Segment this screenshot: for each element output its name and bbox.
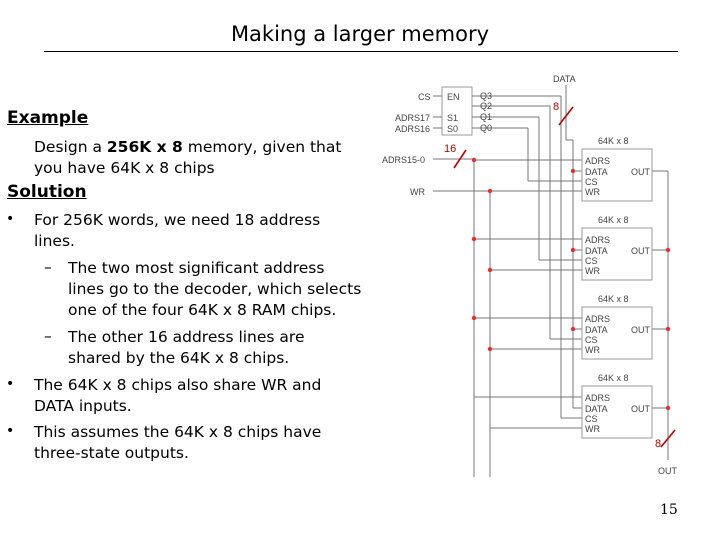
decoder-en: EN: [447, 92, 460, 102]
chip-3-cs: CS: [585, 414, 598, 424]
cs-label: CS: [418, 92, 431, 102]
chip-0-title: 64K x 8: [598, 136, 629, 146]
junction-dot: [471, 236, 477, 242]
bullet-1-line-1: For 256K words, we need 18 address: [34, 211, 321, 229]
chip-0-cs: CS: [585, 177, 598, 187]
data-bus-slash: [558, 106, 574, 126]
bullet-3-line-2: three-state outputs.: [34, 444, 189, 462]
chip-0-data: DATA: [585, 167, 608, 177]
decoder-q0: Q0: [480, 123, 492, 133]
adrs-bus-width: 16: [444, 143, 456, 155]
bullet-3-line-1: This assumes the 64K x 8 chips have: [34, 423, 322, 441]
data-label: DATA: [553, 74, 576, 84]
sub-bullet-1-line-3: one of the four 64K x 8 RAM chips.: [68, 301, 337, 319]
example-line-1-pre: Design a: [34, 138, 107, 156]
adrs-bus-slash: [453, 149, 467, 169]
example-line-1-bold: 256K x 8: [106, 138, 183, 156]
example-line-2: you have 64K x 8 chips: [34, 159, 215, 177]
page-number: 15: [660, 502, 678, 518]
junction-dot: [570, 168, 576, 174]
sub-bullet-1-line-2: lines go to the decoder, which selects: [68, 280, 362, 298]
chip-1-cs: CS: [585, 256, 598, 266]
chip-2-adrs: ADRS: [585, 314, 610, 324]
adrs15-label: ADRS15-0: [382, 155, 425, 165]
data-bus-width: 8: [553, 101, 559, 113]
junction-dot: [570, 247, 576, 253]
bullet-3-glyph: •: [6, 423, 15, 439]
out-bus-slash: [660, 429, 676, 448]
chip-2-title: 64K x 8: [598, 294, 629, 304]
example-line-1: Design a 256K x 8 memory, given that: [34, 137, 341, 158]
chip-1-data: DATA: [585, 246, 608, 256]
example-heading: Example: [7, 108, 89, 128]
wr-label: WR: [410, 187, 425, 197]
chip-1-title: 64K x 8: [598, 215, 629, 225]
chip-3-box: [581, 385, 653, 439]
out-bus-width: 8: [655, 438, 661, 450]
junction-dot: [487, 346, 493, 352]
title-underline: [44, 51, 678, 52]
junction-dot: [665, 326, 671, 332]
decoder-q1: Q1: [480, 112, 492, 122]
chip-3-title: 64K x 8: [598, 373, 629, 383]
decoder-q2: Q2: [480, 101, 492, 111]
chip-3-out: OUT: [631, 404, 651, 414]
chip-3-wr: WR: [585, 424, 600, 434]
chip-2-wr: WR: [585, 345, 600, 355]
solution-heading: Solution: [7, 182, 87, 202]
chip-1-wr: WR: [585, 266, 600, 276]
chip-0-wr: WR: [585, 187, 600, 197]
junction-dot: [471, 315, 477, 321]
junction-dot: [665, 405, 671, 411]
chip-2-data: DATA: [585, 325, 608, 335]
decoder-s1: S1: [447, 113, 458, 123]
sub-bullet-2-glyph: –: [44, 327, 52, 345]
chip-3-adrs: ADRS: [585, 393, 610, 403]
junction-dot: [471, 157, 477, 163]
chip-1-adrs: ADRS: [585, 235, 610, 245]
decoder-s0: S0: [447, 124, 458, 134]
chip-0-adrs: ADRS: [585, 156, 610, 166]
bullet-1-glyph: •: [6, 211, 15, 227]
chip-1-box: [581, 227, 653, 281]
decoder-q3: Q3: [480, 91, 492, 101]
junction-dot: [665, 247, 671, 253]
chip-2-cs: CS: [585, 335, 598, 345]
chip-0-out: OUT: [631, 167, 651, 177]
sub-bullet-2-line-1: The other 16 address lines are: [68, 328, 305, 346]
decoder-box: [441, 86, 473, 136]
slide-title: Making a larger memory: [230, 22, 490, 46]
bullet-2-line-2: DATA inputs.: [34, 397, 132, 415]
out-label: OUT: [658, 466, 678, 476]
junction-dot: [487, 188, 493, 194]
junction-dot: [487, 267, 493, 273]
adrs17-label: ADRS17: [395, 113, 430, 123]
adrs16-label: ADRS16: [395, 124, 430, 134]
sub-bullet-1-line-1: The two most significant address: [68, 259, 325, 277]
chip-1-out: OUT: [631, 246, 651, 256]
sub-bullet-1-glyph: –: [44, 258, 52, 276]
example-line-1-post: memory, given that: [182, 138, 342, 156]
bullet-1-line-2: lines.: [34, 232, 75, 250]
chip-3-data: DATA: [585, 404, 608, 414]
chip-2-out: OUT: [631, 325, 651, 335]
junction-dot: [570, 326, 576, 332]
chip-2-box: [581, 306, 653, 360]
bullet-2-line-1: The 64K x 8 chips also share WR and: [34, 376, 322, 394]
sub-bullet-2-line-2: shared by the 64K x 8 chips.: [68, 349, 290, 367]
chip-0-box: [581, 148, 653, 202]
bullet-2-glyph: •: [6, 376, 15, 392]
